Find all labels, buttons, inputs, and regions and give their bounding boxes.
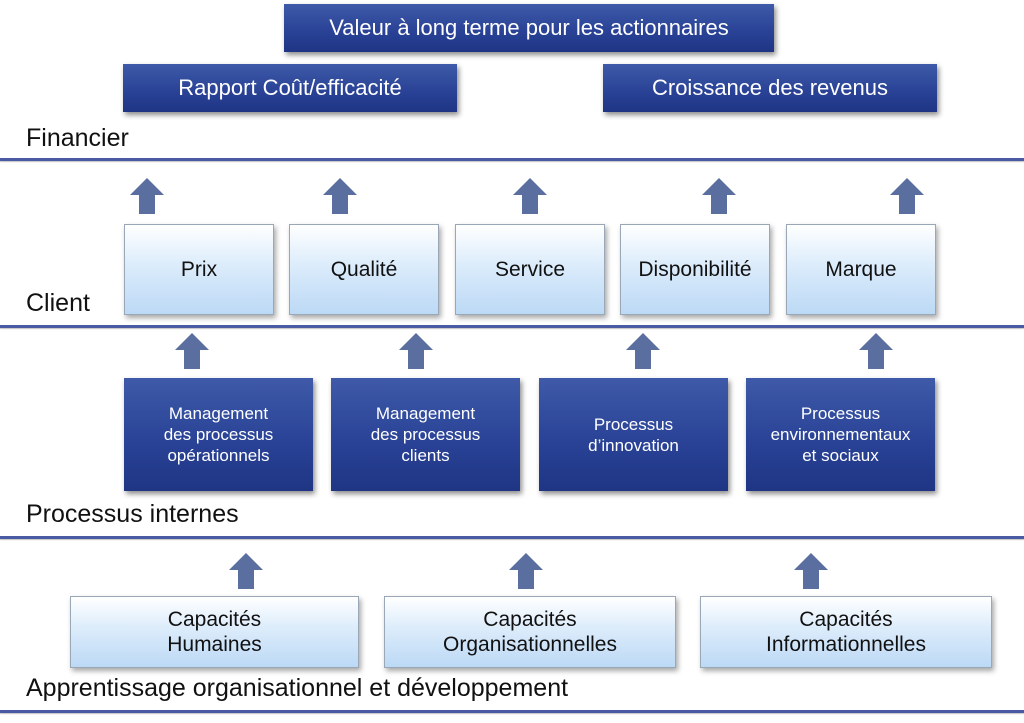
capability-label-organizational: Capacités Organisationnelles	[443, 608, 617, 656]
process-box-innovation: Processus d’innovation	[539, 378, 728, 491]
client-box-price: Prix	[124, 224, 274, 315]
up-arrow-icon	[859, 333, 893, 369]
up-arrow-icon	[130, 178, 164, 214]
process-box-clients: Management des processus clients	[331, 378, 520, 491]
up-arrow-icon	[509, 553, 543, 589]
client-label-availability: Disponibilité	[638, 257, 752, 281]
right-goal-label: Croissance des revenus	[651, 75, 888, 100]
process-label-environmental: Processus environnementaux et sociaux	[770, 404, 911, 465]
process-box-environmental: Processus environnementaux et sociaux	[746, 378, 935, 491]
client-box-quality: Qualité	[289, 224, 439, 315]
capability-label-informational: Capacités Informationnelles	[766, 608, 926, 656]
client-label-service: Service	[494, 257, 566, 281]
financial-section-label: Financier	[26, 124, 129, 152]
right-goal-box: Croissance des revenus	[603, 64, 937, 112]
client-label-quality: Qualité	[330, 257, 398, 281]
client-section-label: Client	[26, 289, 90, 317]
internal-section-label: Processus internes	[26, 500, 239, 528]
internal-divider	[0, 536, 1024, 539]
left-goal-box: Rapport Coût/efficacité	[123, 64, 457, 112]
up-arrow-icon	[175, 333, 209, 369]
learning-section-label: Apprentissage organisationnel et dévelop…	[26, 674, 569, 702]
process-label-operational: Management des processus opérationnels	[163, 404, 274, 465]
financial-divider	[0, 158, 1024, 161]
client-box-availability: Disponibilité	[620, 224, 770, 315]
up-arrow-icon	[399, 333, 433, 369]
client-label-price: Prix	[180, 257, 218, 281]
up-arrow-icon	[794, 553, 828, 589]
up-arrow-icon	[229, 553, 263, 589]
up-arrow-icon	[513, 178, 547, 214]
up-arrow-icon	[323, 178, 357, 214]
process-label-clients: Management des processus clients	[370, 404, 481, 465]
client-divider	[0, 325, 1024, 328]
process-box-operational: Management des processus opérationnels	[124, 378, 313, 491]
learning-divider	[0, 710, 1024, 713]
capability-label-human: Capacités Humaines	[167, 608, 262, 656]
process-label-innovation: Processus d’innovation	[588, 414, 679, 455]
capability-box-human: Capacités Humaines	[70, 596, 359, 668]
capability-box-informational: Capacités Informationnelles	[700, 596, 992, 668]
up-arrow-icon	[626, 333, 660, 369]
top-goal-label: Valeur à long terme pour les actionnaire…	[329, 15, 729, 40]
capability-box-organizational: Capacités Organisationnelles	[384, 596, 676, 668]
client-label-brand: Marque	[825, 257, 897, 281]
left-goal-label: Rapport Coût/efficacité	[178, 75, 402, 100]
top-goal-box: Valeur à long terme pour les actionnaire…	[284, 4, 774, 52]
up-arrow-icon	[702, 178, 736, 214]
client-box-brand: Marque	[786, 224, 936, 315]
up-arrow-icon	[890, 178, 924, 214]
client-box-service: Service	[455, 224, 605, 315]
